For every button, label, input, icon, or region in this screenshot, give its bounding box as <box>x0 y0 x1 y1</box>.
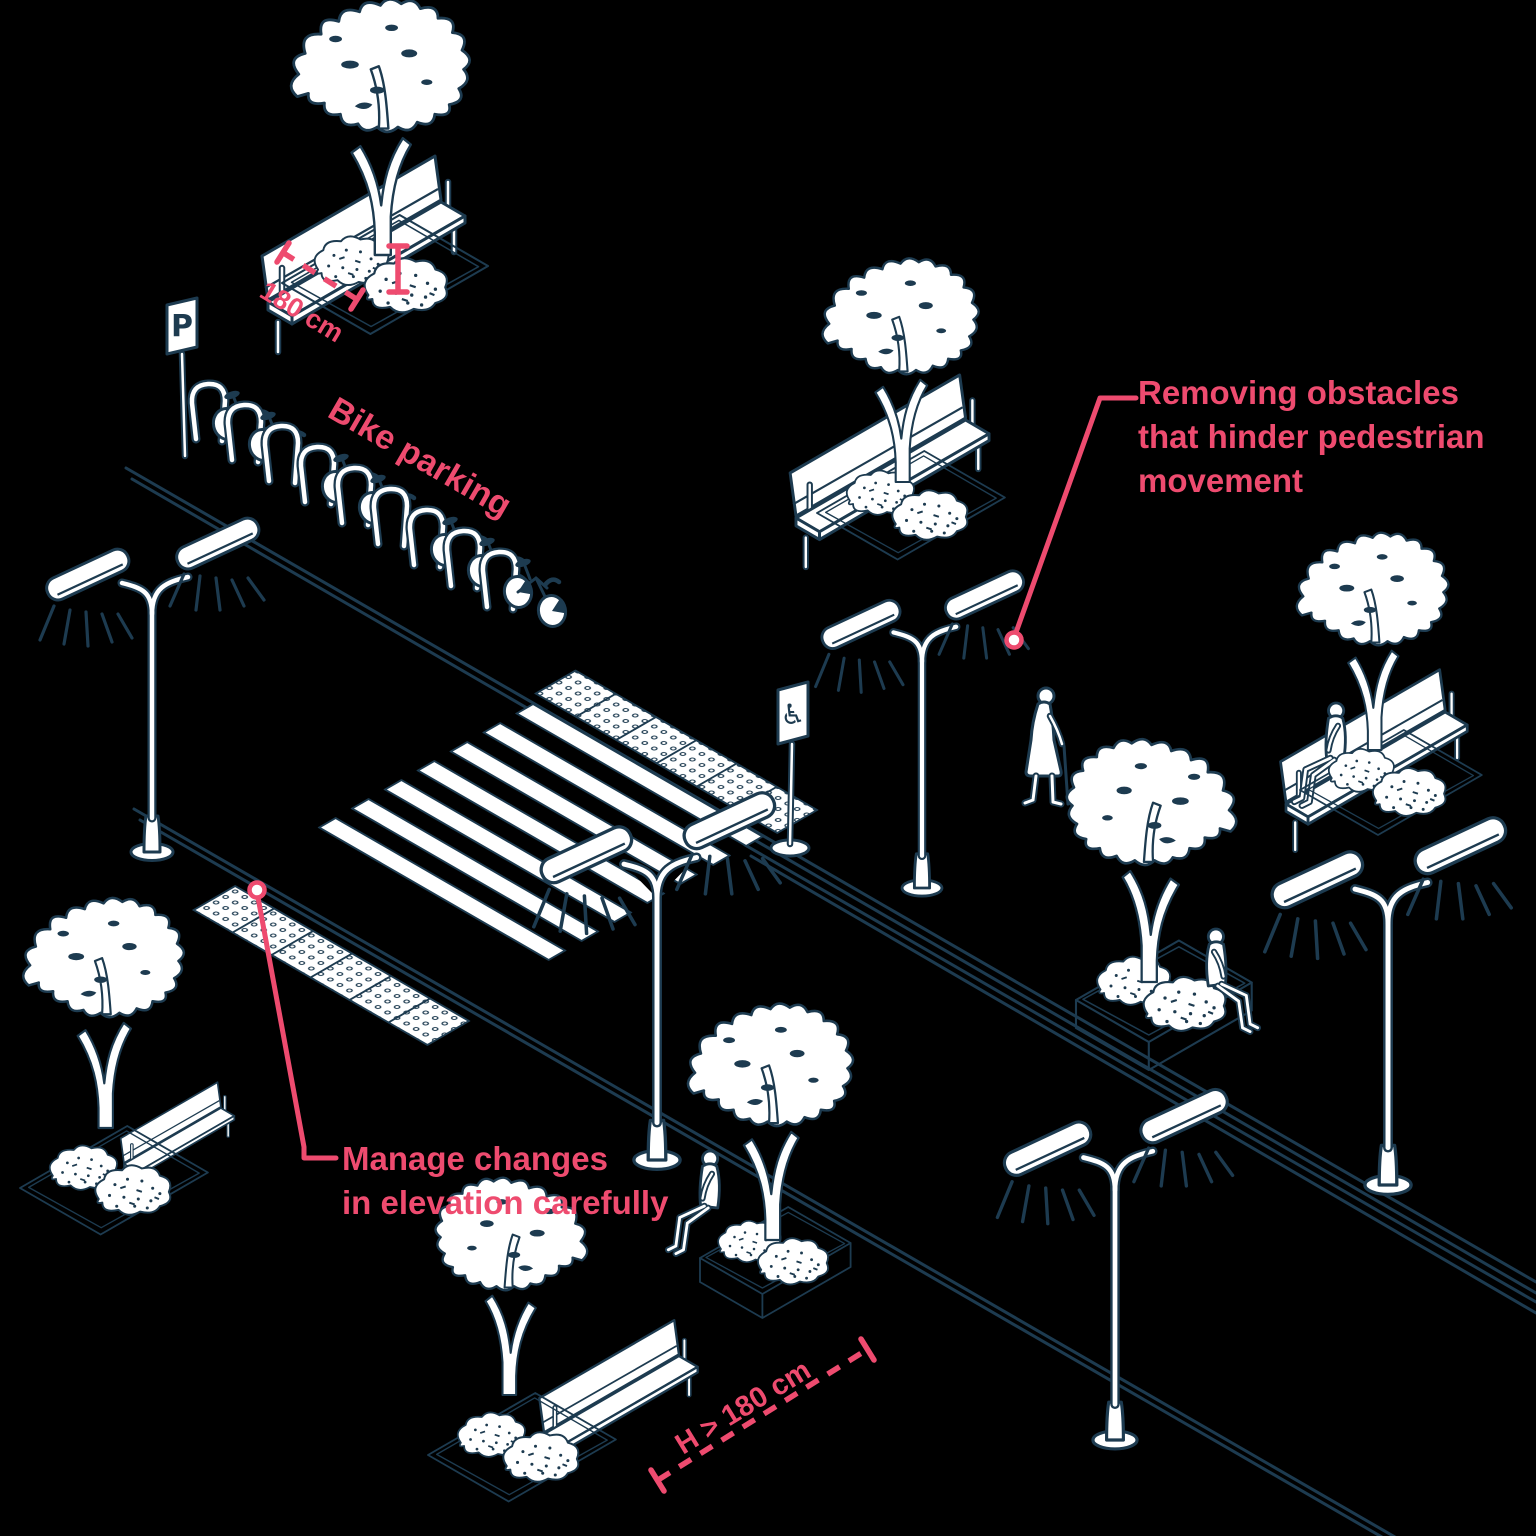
parking-sign-icon <box>165 296 199 356</box>
annotation-text-line: Manage changes <box>342 1140 608 1177</box>
annotation-leader-line <box>254 889 339 1161</box>
annotation-manage-elevation: Manage changes in elevation carefully <box>247 880 669 1221</box>
street-lamp <box>40 515 264 861</box>
annotation-leader-line <box>1011 395 1139 641</box>
pedestrian-with-cane <box>1025 688 1068 804</box>
annotation-removing-obstacles: Removing obstacles that hinder pedestria… <box>1004 374 1485 650</box>
planter-box-group-bottom <box>668 1002 855 1318</box>
annotation-text-line: that hinder pedestrian <box>1138 418 1485 455</box>
annotation-text-line: in elevation carefully <box>342 1184 669 1221</box>
crosswalk <box>192 669 819 1046</box>
bench-planter-group-top-center <box>790 257 1005 567</box>
accessible-parking-sign-icon <box>776 680 810 746</box>
bench-planter-group-bottom-center <box>428 1176 698 1502</box>
wheelchair-icon: ♿ <box>780 698 805 731</box>
zebra-stripes <box>317 703 764 961</box>
parking-sign-letter: P <box>171 309 193 344</box>
annotation-text-line: movement <box>1138 462 1303 499</box>
accessible-parking-sign: ♿ <box>769 680 811 858</box>
annotation-anchor-dot <box>1004 630 1024 650</box>
bench-planter-group-bottom-left <box>20 896 234 1235</box>
bench-planter-group-right <box>1280 531 1481 850</box>
tactile-paving-strip-near <box>192 885 471 1046</box>
annotation-text-line: Removing obstacles <box>1138 374 1459 411</box>
street-lamp <box>997 1086 1232 1449</box>
parking-sign: P <box>165 296 199 456</box>
street-lamp <box>816 567 1029 896</box>
annotation-anchor-dot <box>247 880 267 900</box>
tactile-paving-strip-far <box>534 669 819 834</box>
planter-box-group-middle <box>1065 737 1258 1070</box>
tree <box>21 896 186 1130</box>
street-lamp <box>1265 814 1511 1195</box>
